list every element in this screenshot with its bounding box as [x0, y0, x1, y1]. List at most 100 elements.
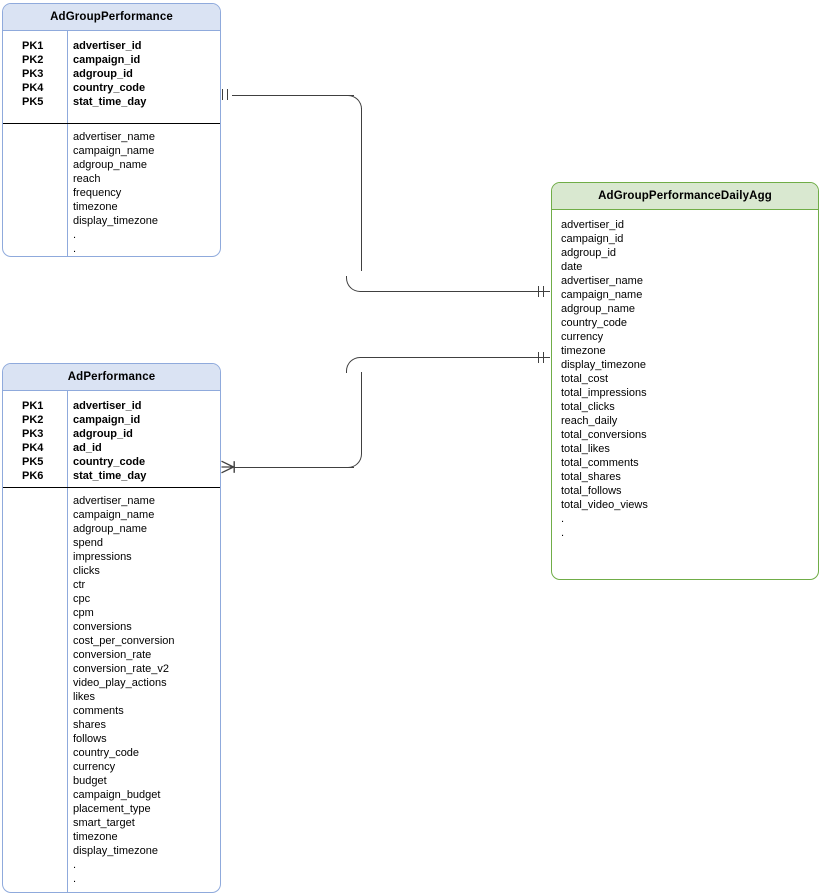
entity-body: PK1 PK2 PK3 PK4 PK5 advertiser_id campai…: [3, 31, 220, 256]
pk-attribute: ad_id: [73, 442, 102, 454]
connector-segment-h-top: [232, 94, 354, 96]
attribute: clicks: [73, 565, 100, 577]
attribute: advertiser_name: [73, 495, 155, 507]
attribute: total_likes: [561, 443, 610, 455]
connector2-elbow-bottom: [346, 452, 362, 468]
pk-attribute-column: advertiser_id campaign_id adgroup_id ad_…: [73, 391, 146, 483]
attribute: conversions: [73, 621, 132, 633]
attribute: comments: [73, 705, 124, 717]
attribute: .: [73, 229, 77, 241]
attribute: currency: [73, 761, 116, 773]
connector-elbow-bottom: [346, 276, 362, 292]
attribute: total_cost: [561, 373, 609, 385]
attribute: campaign_id: [561, 233, 624, 245]
attribute: ctr: [73, 579, 86, 591]
entity-adgroup-performance-daily-agg[interactable]: AdGroupPerformanceDailyAgg advertiser_id…: [551, 182, 819, 580]
attribute: shares: [73, 719, 107, 731]
attribute: total_clicks: [561, 401, 615, 413]
pk-attribute: advertiser_id: [73, 400, 142, 412]
attribute: video_play_actions: [73, 677, 167, 689]
attribute: .: [561, 513, 565, 525]
cardinality-marker-one-and-only-one-right-2: [538, 351, 550, 363]
attribute: reach: [73, 173, 101, 185]
pk-attribute: adgroup_id: [73, 68, 133, 80]
pk-attribute: campaign_id: [73, 414, 141, 426]
pk-attribute: advertiser_id: [73, 40, 142, 52]
attribute: adgroup_name: [561, 303, 636, 315]
attribute: adgroup_name: [73, 159, 148, 171]
cardinality-marker-one-and-only-one-left: [222, 89, 234, 100]
connector-segment-v: [360, 108, 362, 271]
attribute: spend: [73, 537, 103, 549]
pk-label: PK2: [22, 54, 44, 66]
attribute: campaign_name: [73, 145, 155, 157]
cardinality-marker-one-and-only-one-right: [538, 285, 550, 297]
attribute: smart_target: [73, 817, 135, 829]
attribute: timezone: [561, 345, 606, 357]
attribute: total_conversions: [561, 429, 647, 441]
connector2-segment-v: [360, 372, 362, 453]
attribute-column: advertiser_name campaign_name adgroup_na…: [73, 487, 175, 886]
pk-label-column: PK1 PK2 PK3 PK4 PK5: [3, 31, 67, 109]
attribute: .: [73, 859, 77, 871]
attribute: display_timezone: [73, 215, 158, 227]
pk-label: PK6: [22, 470, 44, 482]
column-divider: [67, 391, 68, 892]
pk-separator: [3, 487, 220, 488]
attribute: total_impressions: [561, 387, 647, 399]
attribute: adgroup_id: [561, 247, 617, 259]
attribute: conversion_rate_v2: [73, 663, 170, 675]
pk-attribute: stat_time_day: [73, 470, 147, 482]
pk-separator: [3, 123, 220, 124]
attribute: advertiser_name: [561, 275, 643, 287]
attribute: advertiser_id: [561, 219, 624, 231]
entity-ad-performance[interactable]: AdPerformance PK1 PK2 PK3 PK4 PK5 PK6 ad…: [2, 363, 221, 893]
pk-attribute: country_code: [73, 82, 146, 94]
attribute: .: [73, 243, 77, 255]
entity-body: advertiser_id campaign_id adgroup_id dat…: [552, 210, 818, 579]
cardinality-marker-one-or-many: [221, 460, 235, 474]
attribute: display_timezone: [561, 359, 646, 371]
attribute: frequency: [73, 187, 122, 199]
pk-label-column: PK1 PK2 PK3 PK4 PK5 PK6: [3, 391, 67, 483]
attribute: advertiser_name: [73, 131, 155, 143]
pk-attribute: stat_time_day: [73, 96, 147, 108]
attribute: cpc: [73, 593, 91, 605]
pk-label: PK1: [22, 400, 44, 412]
column-divider: [67, 31, 68, 256]
attribute: campaign_name: [73, 509, 155, 521]
attribute: .: [561, 527, 565, 539]
attribute: .: [73, 873, 77, 885]
attribute: impressions: [73, 551, 132, 563]
attribute: placement_type: [73, 803, 151, 815]
connector-segment-h-bottom: [361, 290, 550, 292]
attribute: conversion_rate: [73, 649, 152, 661]
pk-label: PK3: [22, 68, 44, 80]
attribute: budget: [73, 775, 107, 787]
attribute: timezone: [73, 201, 118, 213]
attribute: display_timezone: [73, 845, 158, 857]
pk-attribute: campaign_id: [73, 54, 141, 66]
attribute: country_code: [561, 317, 628, 329]
entity-title: AdGroupPerformance: [3, 4, 220, 31]
pk-label: PK1: [22, 40, 44, 52]
attribute-column: advertiser_name campaign_name adgroup_na…: [73, 123, 158, 256]
attribute: cpm: [73, 607, 94, 619]
pk-label: PK5: [22, 96, 44, 108]
attribute: total_shares: [561, 471, 621, 483]
attribute: campaign_budget: [73, 789, 161, 801]
entity-title: AdPerformance: [3, 364, 220, 391]
attribute: total_video_views: [561, 499, 648, 511]
entity-body: PK1 PK2 PK3 PK4 PK5 PK6 advertiser_id ca…: [3, 391, 220, 892]
pk-label: PK4: [22, 442, 44, 454]
pk-label: PK2: [22, 414, 44, 426]
attribute: currency: [561, 331, 604, 343]
entity-adgroup-performance[interactable]: AdGroupPerformance PK1 PK2 PK3 PK4 PK5 a…: [2, 3, 221, 257]
attribute: adgroup_name: [73, 523, 148, 535]
attribute: likes: [73, 691, 96, 703]
connector-elbow-top: [346, 94, 362, 111]
attribute: total_comments: [561, 457, 639, 469]
attribute: timezone: [73, 831, 118, 843]
connector2-elbow-top: [346, 357, 362, 373]
